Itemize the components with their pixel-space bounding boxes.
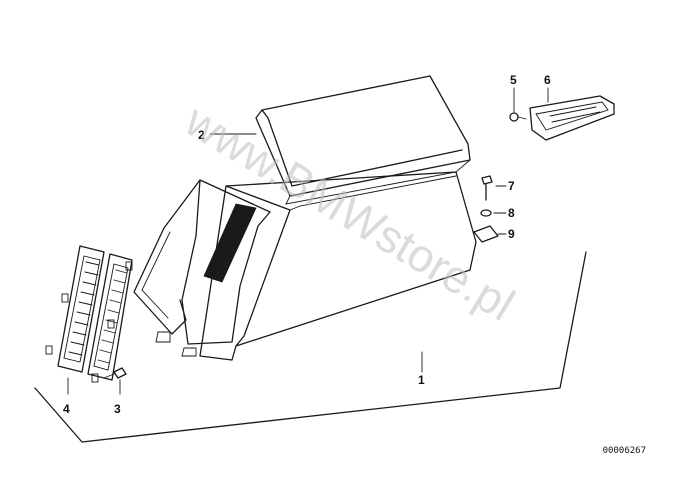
center-console-body [133, 171, 477, 361]
callout-9: 9 [508, 227, 515, 241]
callout-6: 6 [544, 73, 551, 87]
screw-part-3 [103, 367, 127, 395]
watermark: www.BMWstore.pl [176, 93, 524, 330]
console-lid [209, 75, 471, 205]
callout-1: 1 [418, 373, 425, 387]
callout-labels: 1 2 3 4 5 6 7 8 9 [63, 73, 551, 416]
callout-5: 5 [510, 73, 517, 87]
callout-4: 4 [63, 402, 70, 416]
callout-3: 3 [114, 402, 121, 416]
callout-7: 7 [508, 179, 515, 193]
callout-2: 2 [198, 128, 205, 142]
drawing-number: 00006267 [602, 446, 646, 456]
clip-part-5 [509, 87, 527, 122]
vent-grille [45, 245, 133, 395]
callout-8: 8 [508, 206, 515, 220]
bracket-part-6 [529, 87, 615, 141]
hardware-parts-7-8-9 [473, 175, 507, 243]
assembly-bracket-outline [34, 251, 587, 443]
